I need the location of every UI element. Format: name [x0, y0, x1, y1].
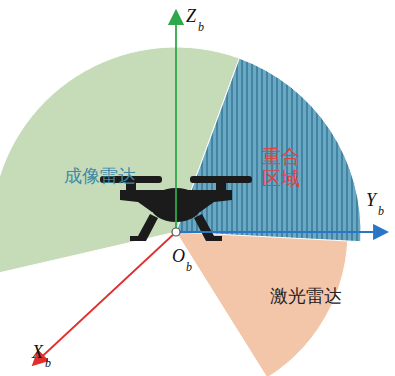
origin-label: O [172, 246, 185, 267]
axis-label: X [32, 342, 43, 363]
sensor-label: 激光雷达 [270, 284, 342, 308]
x-axis [34, 232, 176, 364]
axis-label: Z [186, 6, 196, 27]
overlap-sector [176, 58, 361, 242]
axis-subscript: b [378, 204, 384, 219]
region-label: 重合区域 [262, 146, 301, 190]
origin-point [172, 228, 180, 236]
z-axis [175, 12, 177, 232]
axis-subscript: b [45, 356, 51, 371]
y-axis [176, 231, 386, 233]
axis-subscript: b [198, 20, 204, 35]
origin-subscript: b [186, 260, 192, 275]
sensor-label: 成像雷达 [64, 164, 136, 188]
axis-label: Y [366, 190, 376, 211]
